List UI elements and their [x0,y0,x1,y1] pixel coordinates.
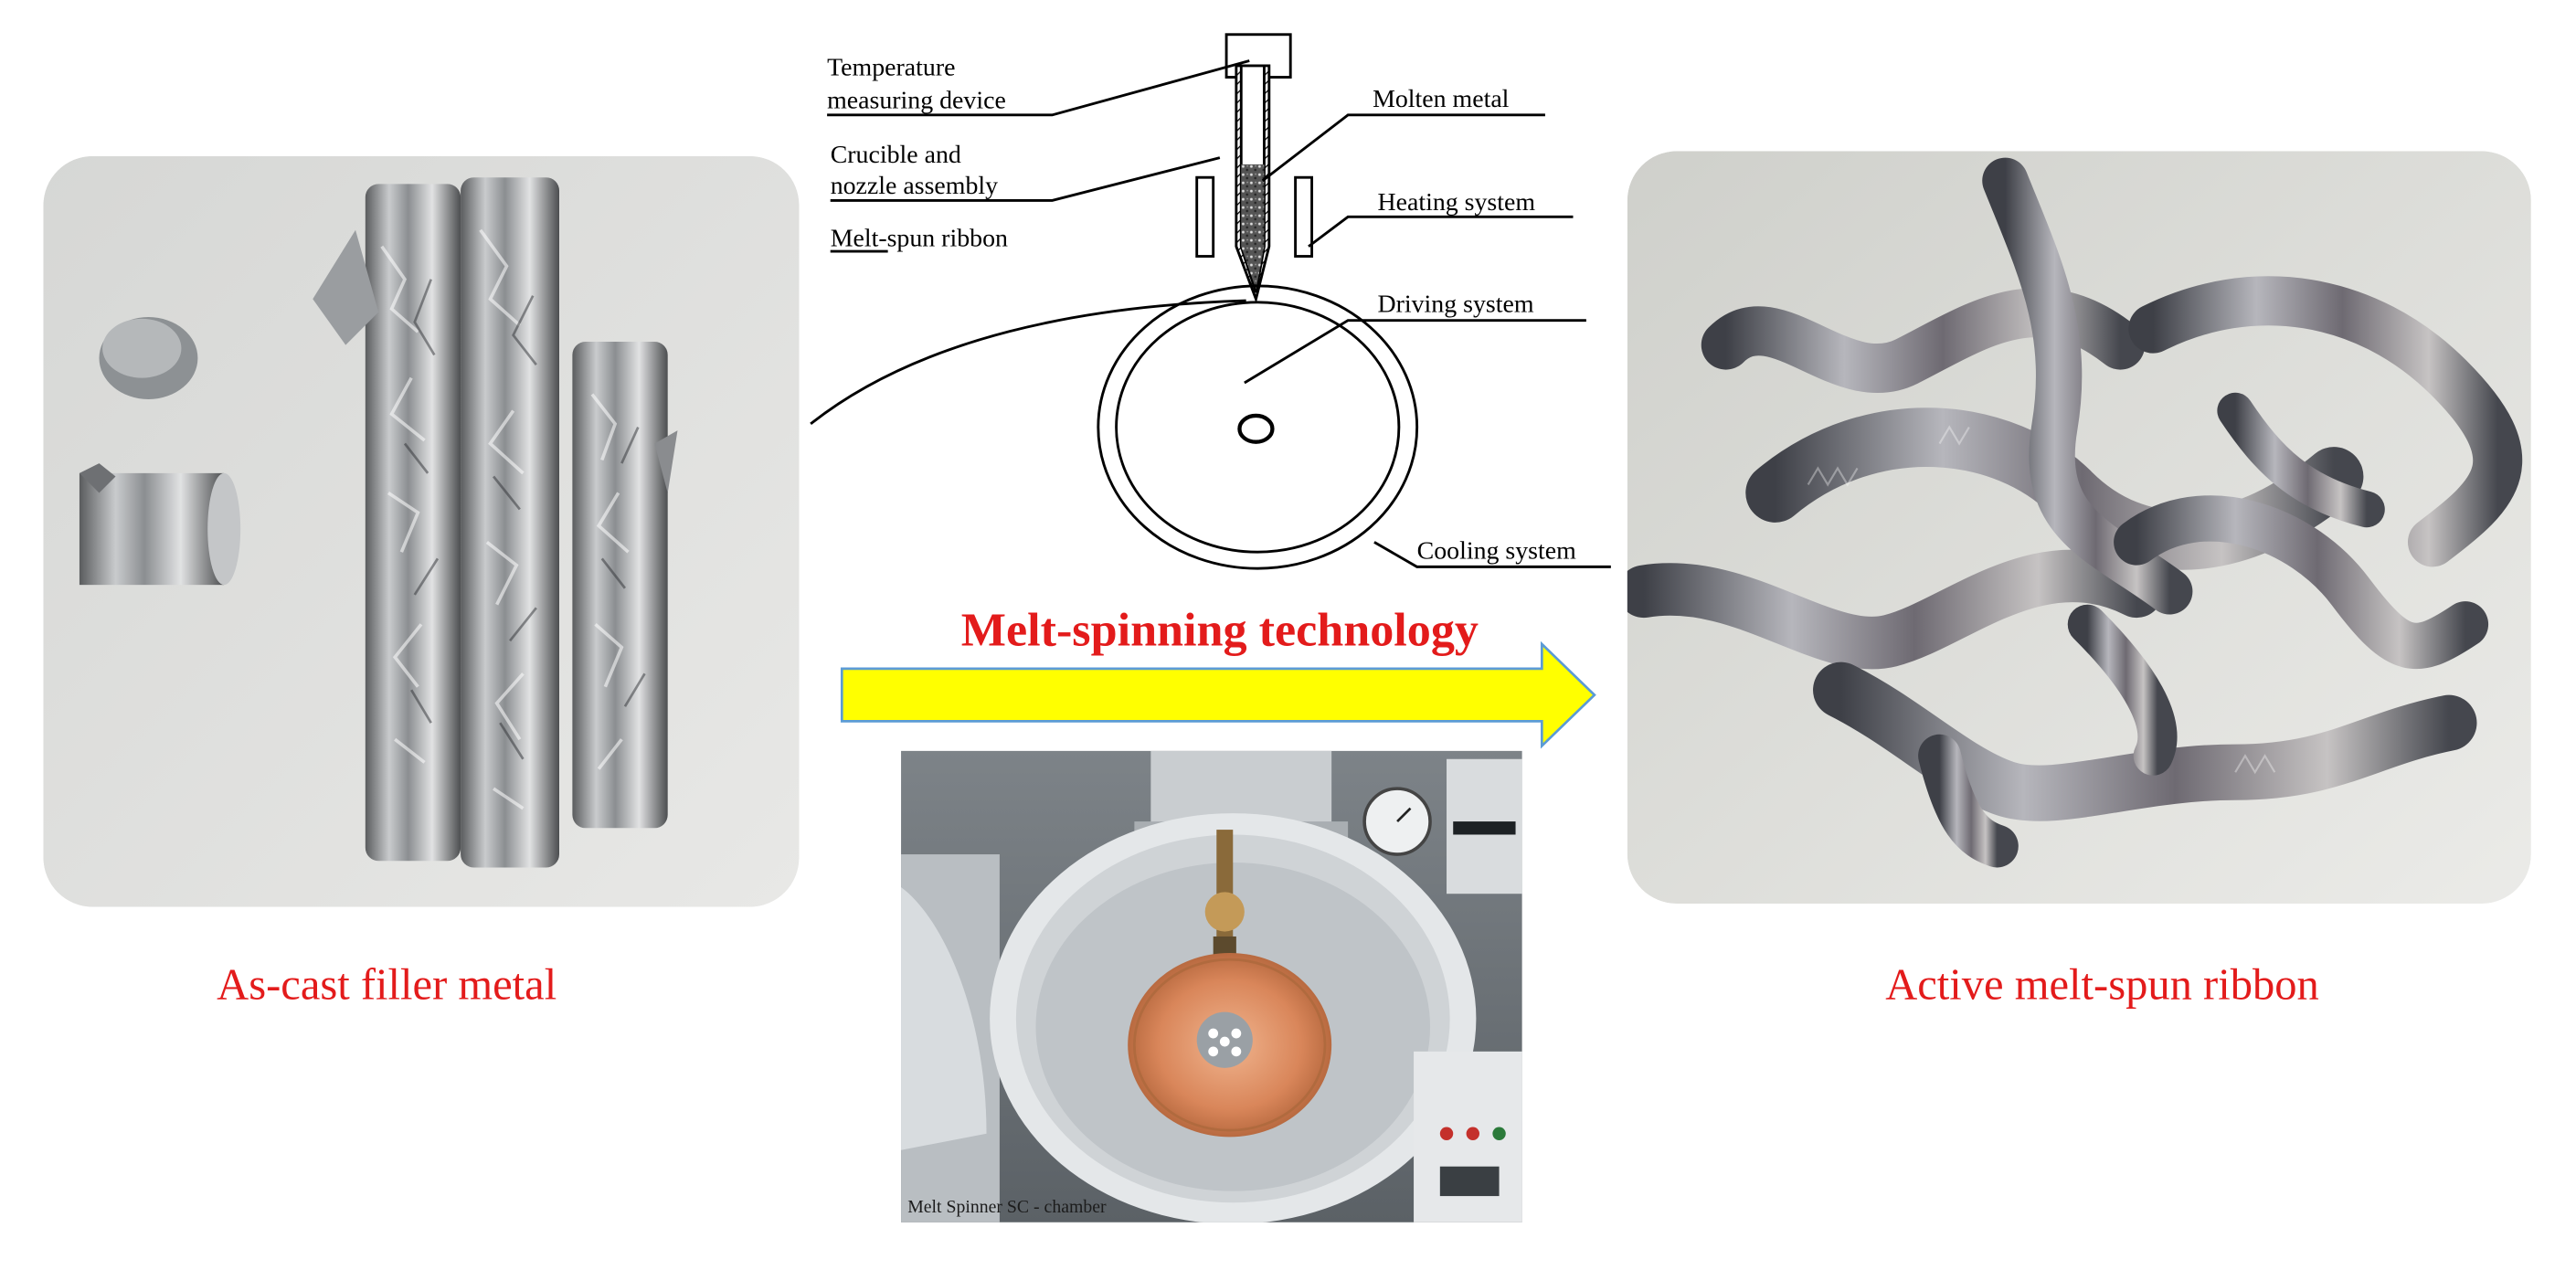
label-cooling-system: Cooling system [1417,536,1576,565]
label-driving-system: Driving system [1378,291,1534,319]
cooling-wheel-inner [1115,301,1401,554]
process-title: Melt-spinning technology [961,605,1479,657]
heating-coil-left [1195,175,1215,258]
melt-spinning-schematic [810,33,1611,570]
label-crucible-line2: nozzle assembly [831,172,998,200]
drive-shaft [1237,413,1275,444]
label-heating-system: Heating system [1378,188,1536,217]
label-temperature-device-line1: Temperature [827,54,955,82]
as-cast-filler-metal-photo [43,155,800,907]
molten-metal [1241,164,1265,290]
melt-spinner-chamber-photo [901,750,1522,1222]
ribbon-line [810,299,1246,426]
melt-spun-ribbon-photo [1627,151,2531,905]
label-crucible-line1: Crucible and [831,141,961,169]
caption-active-melt-spun-ribbon: Active melt-spun ribbon [1885,959,2319,1009]
heating-coil-right [1294,175,1314,258]
label-molten-metal: Molten metal [1373,85,1510,113]
caption-as-cast-filler-metal: As-cast filler metal [217,959,557,1009]
process-arrow [840,640,1596,749]
label-melt-spun-ribbon: Melt-spun ribbon [831,225,1008,253]
equipment-photo-caption: Melt Spinner SC - chamber [907,1197,1107,1217]
label-temperature-device-line2: measuring device [827,87,1006,115]
cooling-wheel-outer [1097,284,1419,570]
